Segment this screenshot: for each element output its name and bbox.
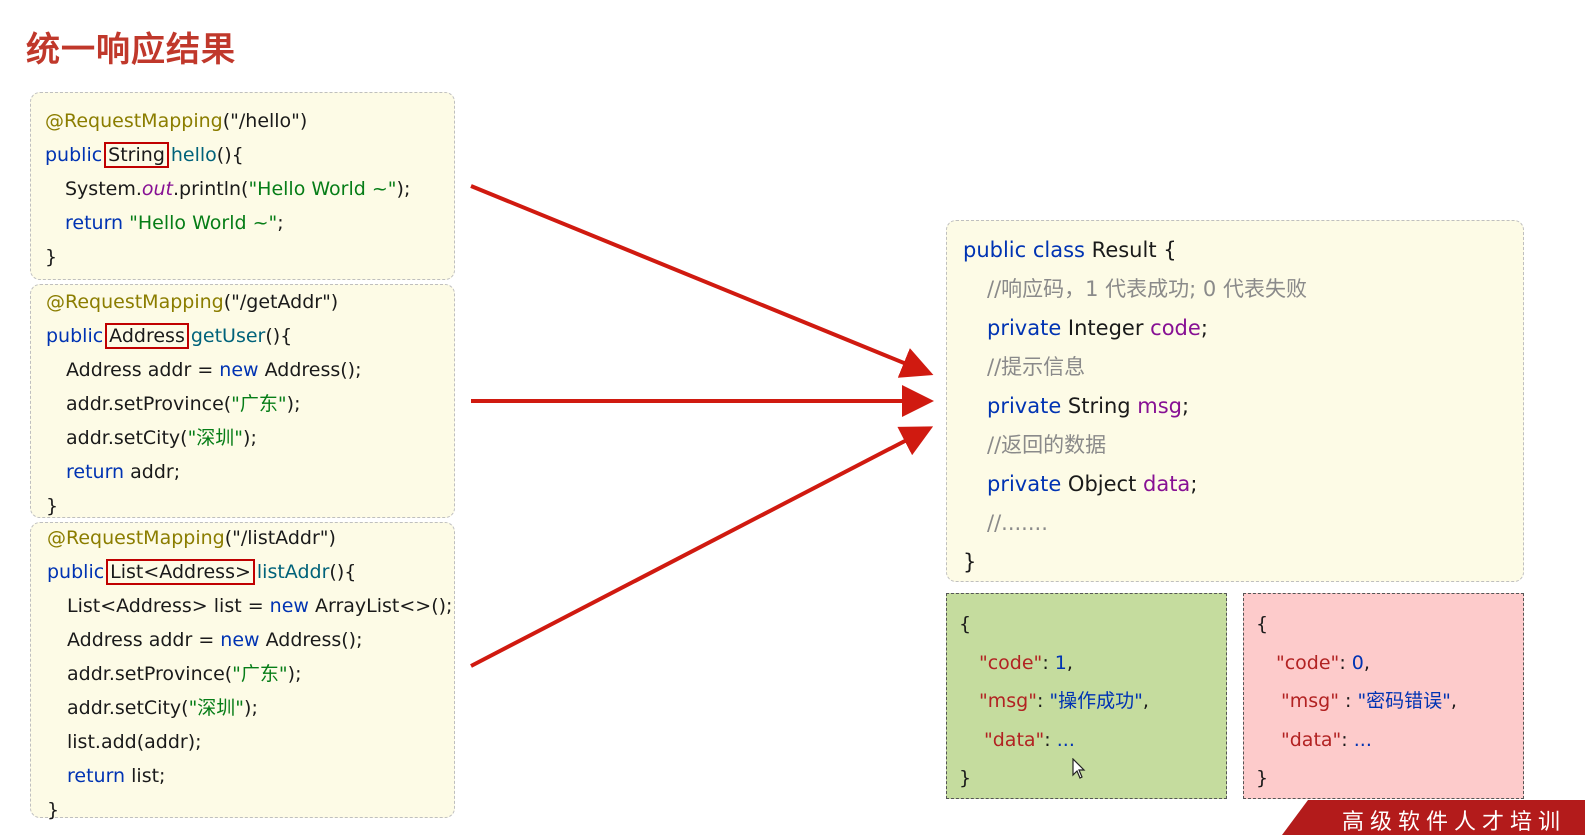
page-title: 统一响应结果 xyxy=(26,30,236,70)
code-comment: //返回的数据 xyxy=(987,433,1107,457)
code-line: private String msg; xyxy=(987,394,1190,418)
code-comment: //....... xyxy=(987,511,1048,535)
json-line: "code": 1, xyxy=(979,652,1073,674)
code-line: Address addr = new Address(); xyxy=(66,359,362,381)
return-type-highlight: Address xyxy=(105,323,189,349)
code-line: private Object data; xyxy=(987,472,1198,496)
code-line: addr.setProvince("广东"); xyxy=(66,393,301,415)
result-class-block: public class Result { //响应码，1 代表成功; 0 代表… xyxy=(946,220,1524,582)
code-line: addr.setCity("深圳"); xyxy=(67,697,258,719)
mouse-cursor-icon xyxy=(1072,758,1086,779)
code-line: List<Address> list = new ArrayList<>(); xyxy=(67,595,453,617)
arrow xyxy=(470,426,934,668)
json-line: { xyxy=(959,613,972,635)
json-line: "data": ... xyxy=(1281,729,1372,751)
code-line: @RequestMapping("/listAddr") xyxy=(47,527,336,549)
json-line: "msg" : "密码错误", xyxy=(1281,690,1457,712)
code-line: private Integer code; xyxy=(987,316,1208,340)
return-type-highlight: List<Address> xyxy=(106,559,255,585)
json-line: } xyxy=(1256,767,1269,789)
code-line: @RequestMapping("/getAddr") xyxy=(46,291,339,313)
annotation: @RequestMapping xyxy=(45,110,223,132)
code-line: } xyxy=(47,799,60,821)
footer-text: 高级软件人才培训 xyxy=(1342,810,1567,835)
json-line: { xyxy=(1256,613,1269,635)
code-line: list.add(addr); xyxy=(67,731,202,753)
code-line: addr.setCity("深圳"); xyxy=(66,427,257,449)
json-line: } xyxy=(959,767,972,789)
footer-banner: 高级软件人才培训 xyxy=(1282,800,1585,835)
code-comment: //响应码，1 代表成功; 0 代表失败 xyxy=(987,277,1307,301)
json-line: "code": 0, xyxy=(1276,652,1370,674)
code-line: Address addr = new Address(); xyxy=(67,629,363,651)
code-line: @RequestMapping("/hello") xyxy=(45,110,308,132)
code-line: System.out.println("Hello World ~"); xyxy=(65,178,411,200)
code-line: } xyxy=(45,246,58,268)
json-line: "data": ... xyxy=(984,729,1075,751)
return-type-highlight: String xyxy=(104,142,169,168)
code-line: public class Result { xyxy=(963,238,1177,262)
code-line: return list; xyxy=(67,765,166,787)
code-line: addr.setProvince("广东"); xyxy=(67,663,302,685)
code-line: return "Hello World ~"; xyxy=(65,212,284,234)
code-comment: //提示信息 xyxy=(987,355,1086,379)
json-success-example: { "code": 1, "msg": "操作成功", "data": ... … xyxy=(946,593,1227,799)
code-line: } xyxy=(46,495,59,517)
arrow xyxy=(470,184,934,378)
json-fail-example: { "code": 0, "msg" : "密码错误", "data": ...… xyxy=(1243,593,1524,799)
code-line: return addr; xyxy=(66,461,181,483)
json-line: "msg": "操作成功", xyxy=(979,690,1149,712)
code-line: } xyxy=(963,550,977,574)
